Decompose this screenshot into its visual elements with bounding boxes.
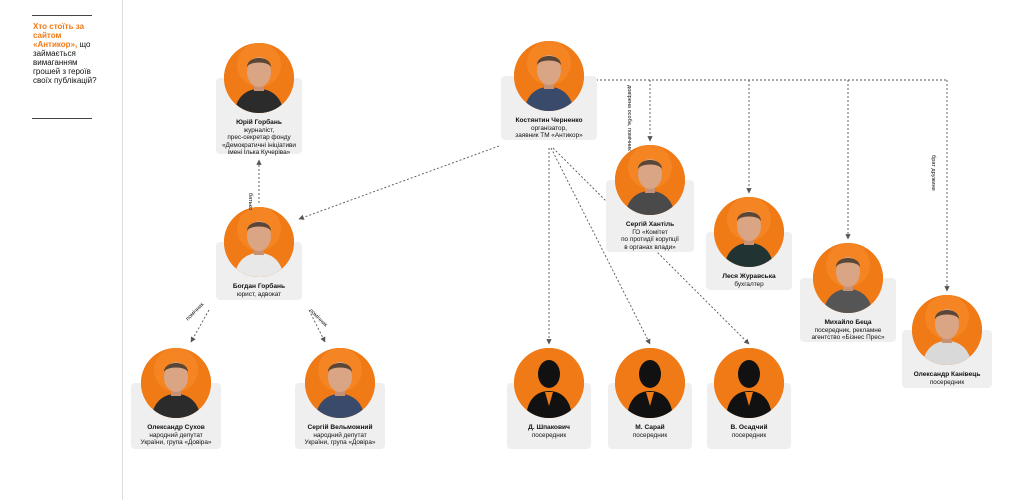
sidebar-title-rest: що займається вимаганням грошей з героїв… — [33, 40, 97, 85]
edge-label: батько — [247, 193, 253, 211]
node-name: Олександр Сухов — [147, 424, 205, 431]
node-role: народний депутат України, група «Довіра» — [304, 431, 376, 447]
node-role: посередник — [531, 431, 567, 439]
node-role: посередник, рекламне агентство «Бізнес П… — [811, 326, 885, 342]
sidebar-top-rule — [32, 15, 92, 16]
avatar-velmozhnyi — [305, 348, 375, 418]
avatar-khantil — [615, 145, 685, 215]
avatar-chernenko — [514, 41, 584, 111]
node-name: Богдан Горбань — [232, 283, 286, 290]
node-name: Костянтин Черненко — [515, 117, 583, 124]
avatar-sukhov — [141, 348, 211, 418]
silhouette-icon — [615, 348, 685, 418]
node-role: організатор, заявник ТМ «Антикор» — [515, 124, 583, 140]
node-role: посередник — [632, 431, 668, 439]
silhouette-icon — [514, 348, 584, 418]
node-name: Михайло Беца — [824, 319, 872, 326]
avatar-horban_b — [224, 207, 294, 277]
sidebar-title-highlight: Хто стоїть за сайтом «Антикор», — [33, 22, 85, 49]
node-role: посередник — [929, 378, 965, 386]
node-name: Юрій Горбань — [236, 119, 282, 126]
node-name: Олександр Канівець — [913, 371, 981, 378]
avatar-kanivets — [912, 295, 982, 365]
node-name: Леся Журавська — [722, 273, 776, 280]
node-role: бухгалтер — [734, 280, 764, 288]
node-name: Сергій Хантіль — [625, 221, 675, 228]
sidebar-bottom-rule — [32, 118, 92, 119]
edge-label: брат дружини — [930, 155, 936, 191]
avatar-horban_yu — [224, 43, 294, 113]
avatar-betsa — [813, 243, 883, 313]
node-role: посередник — [731, 431, 767, 439]
node-role: журналіст, прес-секретар фонду «Демократ… — [221, 126, 297, 157]
node-role: ГО «Комітет по протидії корупції в орган… — [621, 228, 679, 251]
edge-chernenko-sarai — [550, 147, 651, 345]
node-role: народний депутат України, група «Довіра» — [140, 431, 212, 447]
silhouette-icon — [714, 348, 784, 418]
node-name: Д. Шпакович — [528, 424, 570, 431]
column-divider — [122, 0, 123, 500]
edge-label: довірена особа, помічник — [626, 85, 632, 151]
avatar-zhuravska — [714, 197, 784, 267]
sidebar-title: Хто стоїть за сайтом «Антикор», що займа… — [33, 22, 103, 85]
node-name: Сергій Вельможний — [307, 424, 373, 431]
edge-chernenko-horban_b — [298, 145, 500, 220]
edge-horban_b-velmozhnyi — [308, 309, 326, 343]
node-name: В. Осадчий — [730, 424, 768, 431]
node-role: юрист, адвокат — [236, 290, 282, 298]
node-name: М. Сарай — [635, 424, 665, 431]
